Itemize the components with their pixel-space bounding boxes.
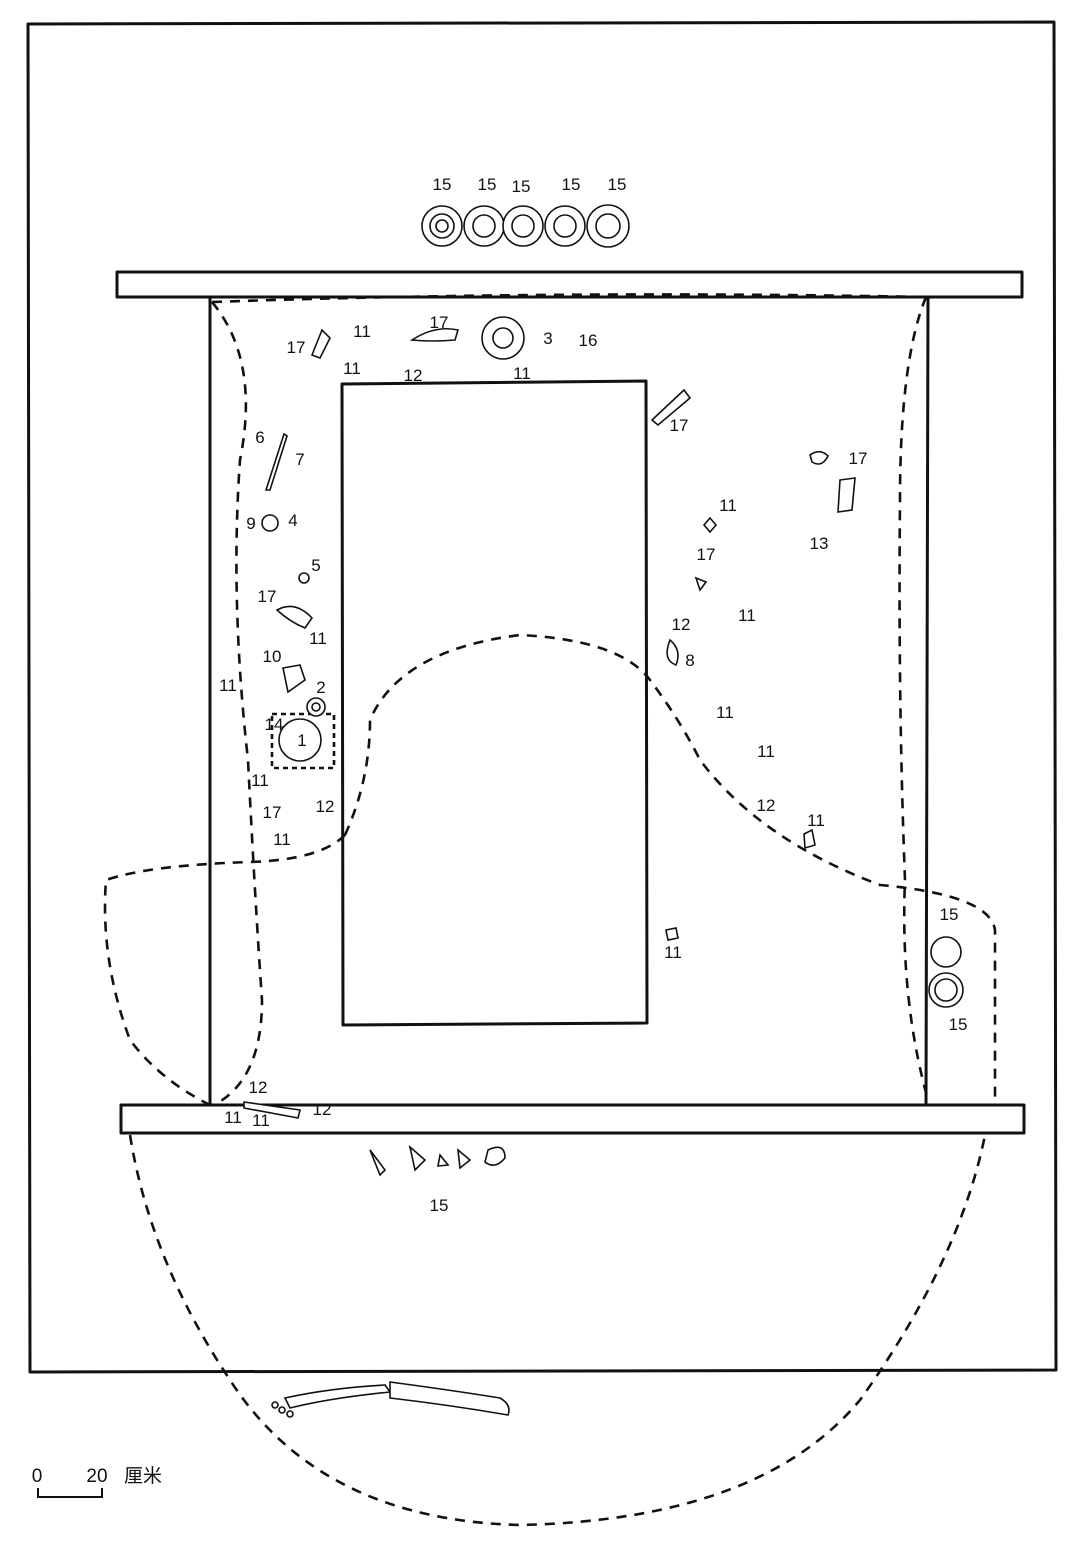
label: 15: [430, 1196, 449, 1215]
label: 12: [249, 1078, 268, 1097]
label: 13: [810, 534, 829, 553]
label: 1: [297, 731, 306, 750]
artifact-5: [298, 572, 310, 584]
label: 3: [543, 329, 552, 348]
label: 10: [263, 647, 282, 666]
pit-outline: [26, 20, 1058, 1374]
label: 11: [738, 606, 756, 625]
label: 11: [664, 943, 682, 962]
label: 17: [697, 545, 716, 564]
label: 8: [685, 651, 694, 670]
label: 11: [273, 830, 291, 849]
label: 14: [265, 715, 284, 734]
scale-bar: 0 20 厘米: [32, 1465, 162, 1498]
label: 15: [433, 175, 452, 194]
label: 11: [716, 703, 734, 722]
label: 11: [252, 1111, 270, 1130]
label: 17: [430, 313, 449, 332]
label: 15: [478, 175, 497, 194]
artifact-4: [261, 514, 279, 532]
leg-bones: [271, 1381, 510, 1418]
label: 5: [311, 556, 320, 575]
label: 17: [670, 416, 689, 435]
label: 12: [404, 366, 423, 385]
top-beam: [115, 270, 1024, 299]
label: 9: [246, 514, 255, 533]
label: 11: [309, 629, 327, 648]
label: 16: [579, 331, 598, 350]
label: 11: [343, 359, 361, 378]
label: 6: [255, 428, 264, 447]
label: 4: [288, 511, 297, 530]
label: 11: [251, 771, 269, 790]
label: 11: [757, 742, 775, 761]
label: 12: [313, 1100, 332, 1119]
label: 17: [263, 803, 282, 822]
scale-unit: 厘米: [124, 1465, 162, 1487]
label: 17: [258, 587, 277, 606]
label: 15: [562, 175, 581, 194]
label: 12: [316, 797, 335, 816]
artifact-1: [278, 718, 322, 762]
right-wall: [924, 295, 930, 1107]
label: 17: [287, 338, 306, 357]
label: 12: [757, 796, 776, 815]
label: 12: [672, 615, 691, 634]
artifacts: [243, 204, 964, 1177]
inner-coffin: [340, 379, 649, 1027]
label: 11: [224, 1108, 242, 1127]
label: 11: [513, 364, 531, 383]
artifact-labels: 15 15 15 15 15 17 11 17 11 12 3 11 16 17…: [219, 175, 967, 1215]
label: 15: [949, 1015, 968, 1034]
label: 11: [353, 322, 371, 341]
label: 15: [608, 175, 627, 194]
label: 15: [512, 177, 531, 196]
label: 7: [295, 450, 304, 469]
bottom-beam: [119, 1103, 1026, 1135]
scale-zero: 0: [32, 1466, 43, 1487]
label: 15: [940, 905, 959, 924]
label: 11: [219, 676, 237, 695]
label: 11: [807, 811, 825, 830]
scale-twenty: 20: [86, 1466, 107, 1487]
bronze-rings-15: [421, 204, 630, 248]
label: 17: [849, 449, 868, 468]
label: 11: [719, 496, 737, 515]
dashed-outlines: [103, 293, 997, 1527]
label: 2: [316, 678, 325, 697]
